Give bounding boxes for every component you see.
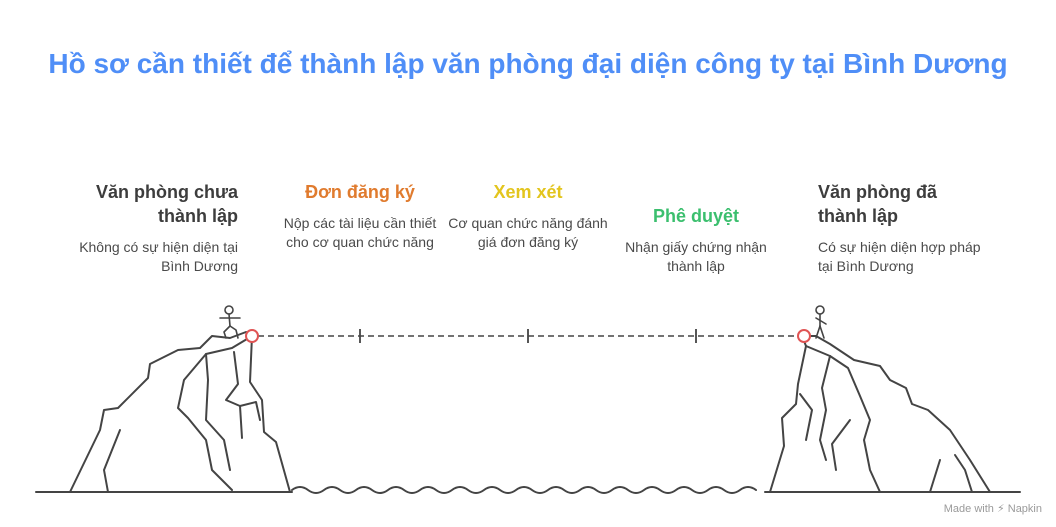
stage-application: Đơn đăng ký Nộp các tài liệu cần thiết c… xyxy=(275,180,445,252)
right-cliff xyxy=(769,335,991,493)
person-icon xyxy=(815,305,827,339)
stage-review: Xem xét Cơ quan chức năng đánh giá đơn đ… xyxy=(443,180,613,252)
stage-description: Cơ quan chức năng đánh giá đơn đăng ký xyxy=(448,215,608,250)
left-cliff xyxy=(69,331,291,493)
stage-title: Đơn đăng ký xyxy=(305,182,415,202)
stage-approval: Phê duyệt Nhận giấy chứng nhận thành lập xyxy=(611,204,781,276)
page-title: Hồ sơ cần thiết để thành lập văn phòng đ… xyxy=(48,48,1008,79)
napkin-credit: Made with ⚡ Napkin xyxy=(944,502,1042,515)
stage-established: Văn phòng đã thành lập Có sự hiện diện h… xyxy=(818,180,988,276)
credit-brand: Napkin xyxy=(1007,503,1042,515)
stage-title: Văn phòng đã thành lập xyxy=(818,182,937,226)
start-marker xyxy=(245,329,259,343)
stage-description: Nộp các tài liệu cần thiết cho cơ quan c… xyxy=(283,215,437,250)
credit-prefix: Made with xyxy=(943,503,994,515)
napkin-logo-icon: ⚡ xyxy=(996,503,1005,515)
stage-title: Xem xét xyxy=(493,182,563,202)
stage-description: Nhận giấy chứng nhận thành lập xyxy=(625,239,767,274)
end-marker xyxy=(797,329,811,343)
stage-title: Văn phòng chưa thành lập xyxy=(95,182,238,226)
stage-description: Có sự hiện diện hợp pháp tại Bình Dương xyxy=(818,239,981,274)
person-icon xyxy=(219,305,241,339)
stage-description: Không có sự hiện diện tại Bình Dương xyxy=(79,239,238,274)
stage-title: Phê duyệt xyxy=(652,206,740,226)
stage-not-established: Văn phòng chưa thành lập Không có sự hiệ… xyxy=(68,180,238,276)
water-waves xyxy=(291,486,757,494)
